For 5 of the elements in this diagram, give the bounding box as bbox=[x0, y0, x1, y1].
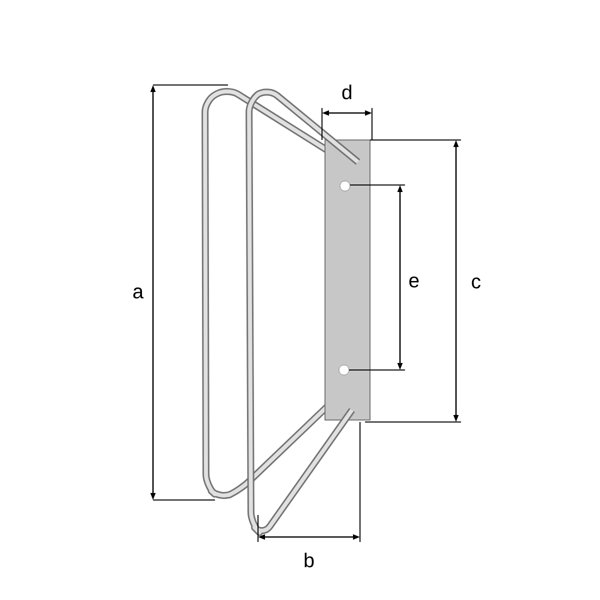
dimension-label: b bbox=[304, 552, 314, 568]
dimension-label: a bbox=[133, 288, 144, 298]
dimension-label: e bbox=[409, 276, 419, 288]
dimension-label: c bbox=[472, 278, 480, 288]
dimension-label: d bbox=[342, 84, 352, 100]
